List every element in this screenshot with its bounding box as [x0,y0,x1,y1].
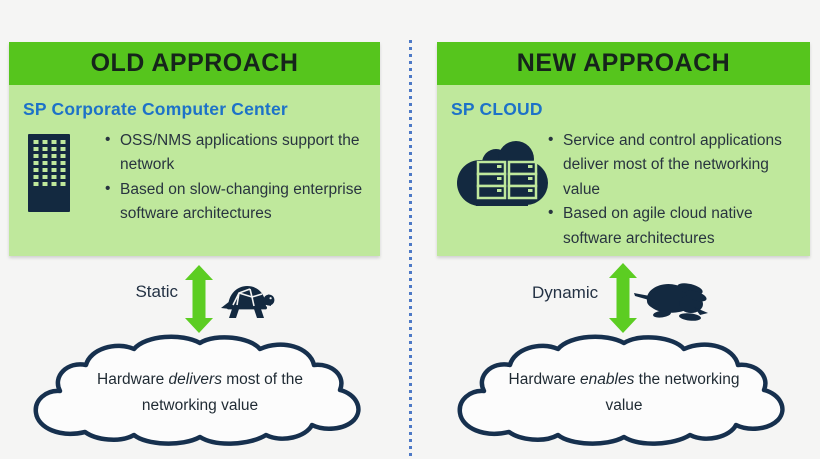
bullet-item: Based on slow-changing enterprise softwa… [105,177,373,227]
up-down-arrow-icon [184,265,214,338]
new-approach-subtitle: SP CLOUD [451,99,543,119]
divider-dotted-line [409,40,412,459]
dynamic-label: Dynamic [532,283,599,302]
new-approach-bullet-list: Service and control applications deliver… [548,128,784,251]
static-label: Static [135,282,178,301]
caption-emphasis: enables [580,371,635,388]
old-cloud-caption: Hardware delivers most of the networking… [68,367,332,420]
turtle-icon [219,281,275,324]
bullet-item: Service and control applications deliver… [548,128,784,202]
hardware-cloud-shape [446,332,802,457]
rabbit-icon [634,277,710,326]
up-down-arrow-icon [608,263,638,338]
old-approach-header: OLD APPROACH [9,42,380,85]
caption-prefix: Hardware [97,371,169,388]
bullet-item: OSS/NMS applications support the network [105,128,373,178]
building-icon [27,133,71,218]
cloud-servers-icon [454,135,550,216]
old-approach-bullet-list: OSS/NMS applications support the network… [105,128,373,227]
bullet-item: Based on agile cloud native software arc… [548,201,784,251]
old-approach-body: SP Corporate Computer Center [9,85,380,256]
old-approach-subtitle: SP Corporate Computer Center [23,99,288,119]
caption-emphasis: delivers [168,371,222,388]
old-approach-panel: OLD APPROACH SP Corporate Computer Cente… [9,42,380,256]
new-approach-panel: NEW APPROACH SP CLOUD [437,42,810,256]
new-approach-header: NEW APPROACH [437,42,810,85]
hardware-cloud-shape [22,332,378,457]
new-approach-body: SP CLOUD [437,85,810,256]
caption-suffix: most of the networking value [141,371,303,415]
caption-prefix: Hardware [508,371,581,388]
caption-suffix: the networking value [605,371,740,415]
new-cloud-caption: Hardware enables the networking value [492,367,756,420]
